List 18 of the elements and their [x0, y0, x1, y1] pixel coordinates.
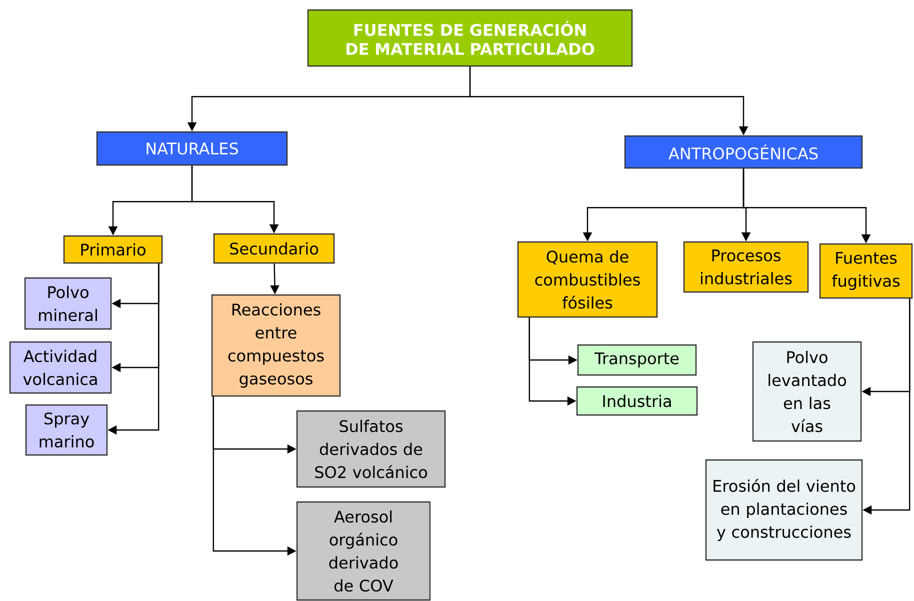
- concept-box: Aerosol orgánico derivado de COV: [296, 501, 431, 601]
- concept-box: Erosión del viento en plantaciones y construcciones: [705, 459, 863, 561]
- concept-box: Spray marino: [25, 404, 108, 456]
- concept-box: Actividad volcanica: [9, 341, 112, 394]
- concept-box: NATURALES: [96, 131, 288, 166]
- concept-box: Quema de combustibles fósiles: [517, 241, 658, 318]
- concept-box: ANTROPOGÉNICAS: [624, 135, 863, 169]
- concept-box: Transporte: [577, 344, 697, 376]
- concept-box: Polvo mineral: [24, 277, 112, 330]
- concept-box: Secundario: [213, 233, 335, 264]
- concept-box: Industria: [576, 386, 698, 416]
- concept-box: Primario: [63, 235, 163, 264]
- concept-box: FUENTES DE GENERACIÓN DE MATERIAL PARTICULADO: [307, 9, 633, 67]
- concept-box: Fuentes fugitivas: [819, 243, 913, 299]
- concept-box: Reacciones entre compuestos gaseosos: [211, 294, 341, 397]
- concept-box: Sulfatos derivados de SO2 volcánico: [296, 410, 446, 488]
- concept-box: Procesos industriales: [683, 241, 809, 293]
- concept-box: Polvo levantado en las vías: [752, 341, 862, 442]
